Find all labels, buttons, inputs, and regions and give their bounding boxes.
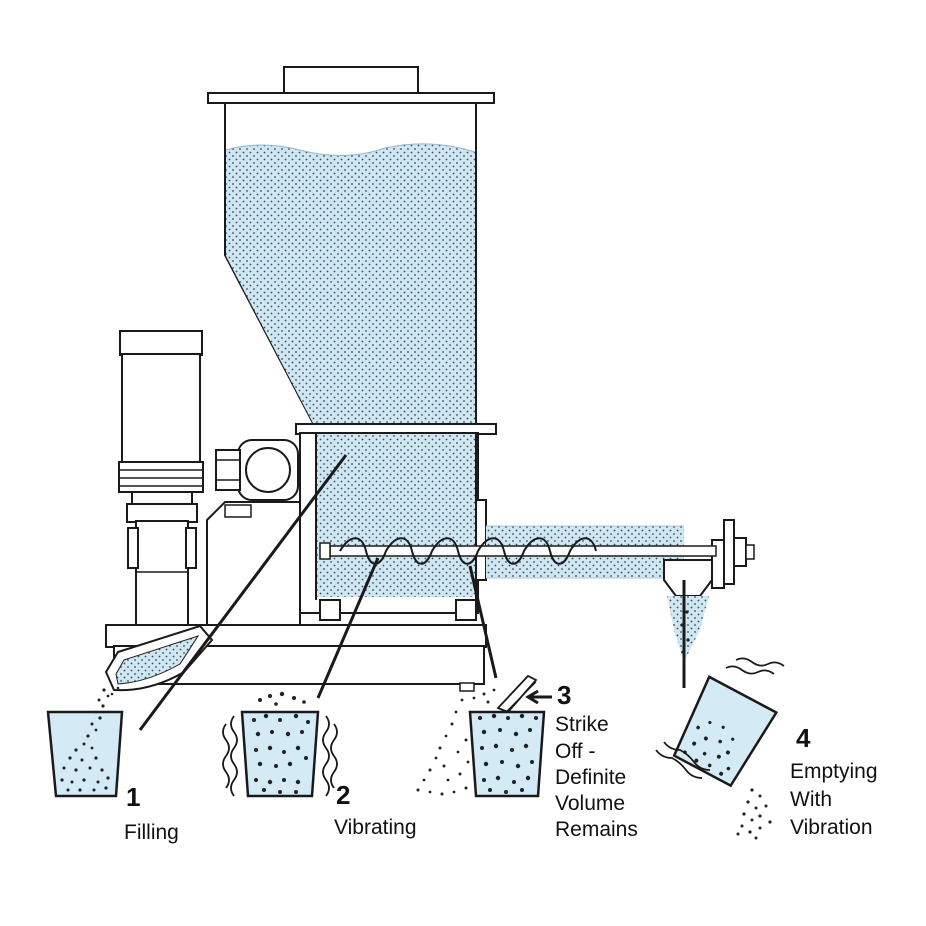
auger-tube: [486, 519, 755, 597]
auger-chamber: [299, 432, 487, 621]
step-3-label-line-2: Off -: [555, 740, 595, 763]
powder-stream: [667, 580, 709, 688]
step-4-label-line-1: Emptying: [790, 760, 878, 783]
drive-housing: [206, 439, 301, 627]
cup-filling: [46, 686, 124, 798]
chamber-side-plate: [475, 499, 487, 581]
step-3-label-line-5: Remains: [555, 818, 638, 841]
motor: [118, 330, 204, 627]
hopper-rim: [207, 92, 495, 104]
step-4-number: 4: [796, 723, 811, 753]
hopper-lid: [283, 66, 419, 95]
vibration-lines-cup4-top: [725, 657, 785, 675]
emptying-powder: [736, 788, 772, 840]
leader-line-3: [468, 565, 498, 679]
strike-off-arrow: [525, 689, 552, 705]
spilled-powder: [416, 688, 496, 796]
hopper-powder: [226, 143, 475, 426]
chamber-powder: [316, 434, 476, 597]
auger-screw: [319, 537, 717, 565]
end-flange: [723, 519, 735, 585]
cup-vibrating: [222, 691, 338, 798]
chamber-foot-left: [319, 599, 341, 621]
cup-strike-off: [416, 674, 552, 798]
step-3-label-line-1: Strike: [555, 713, 609, 736]
step-1-number: 1: [126, 782, 140, 812]
leader-lines: [138, 454, 498, 731]
strike-off-blade: [496, 674, 538, 714]
gearbox-lower: [135, 520, 189, 627]
powder-surface-line: [225, 143, 476, 156]
step-2-label: Vibrating: [334, 816, 417, 839]
step-2-number: 2: [336, 780, 350, 810]
step-1-label: Filling: [124, 821, 179, 844]
step-3-label-line-3: Definite: [555, 766, 626, 789]
chamber-foot-right: [455, 599, 477, 621]
step-4-label-line-3: Vibration: [790, 816, 873, 839]
vibration-lines-left: [222, 715, 238, 797]
step-4-label-line-2: With: [790, 788, 832, 811]
leader-line-2: [316, 557, 380, 699]
gearbox: [126, 503, 198, 523]
auger-flights: [339, 537, 597, 565]
vibration-lines-cup4-bottom: [655, 741, 711, 779]
discharge-spout: [663, 559, 713, 597]
discharge-chute: [104, 624, 214, 692]
motor-band: [118, 461, 204, 493]
step-3-label-line-4: Volume: [555, 792, 625, 815]
motor-cap: [119, 330, 203, 356]
motor-neck: [131, 491, 193, 505]
coupling: [215, 449, 241, 491]
motor-body: [121, 353, 201, 463]
hopper: [207, 66, 497, 435]
cup-emptying: [672, 675, 779, 788]
vibration-lines-right: [322, 715, 338, 797]
step-3-number: 3: [557, 680, 571, 710]
leader-line-1: [138, 454, 348, 731]
pulley: [245, 447, 291, 493]
